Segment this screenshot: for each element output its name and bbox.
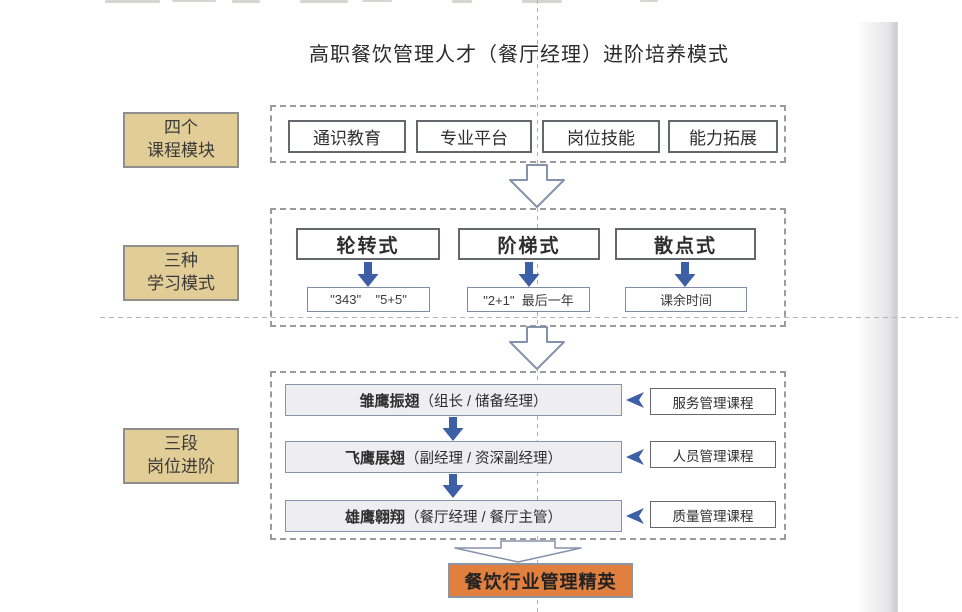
module-box: 通识教育 [288, 120, 406, 153]
horizontal-fold-guide [100, 317, 958, 318]
down-arrow-icon [453, 540, 583, 563]
section-label-line1: 四个 [164, 118, 198, 138]
page-title: 高职餐饮管理人才（餐厅经理）进阶培养模式 [309, 44, 729, 66]
course-box: 人员管理课程 [650, 441, 776, 468]
down-arrow-icon [442, 474, 464, 498]
career-stages-container [270, 371, 786, 540]
down-arrow-icon [442, 417, 464, 441]
left-arrow-icon [626, 392, 644, 408]
mode-detail-box: "343" "5+5" [307, 287, 430, 312]
course-box: 质量管理课程 [650, 501, 776, 528]
stage-bar: 雄鹰翱翔（餐厅经理 / 餐厅主管） [285, 500, 622, 532]
mode-detail-box: 课余时间 [625, 287, 747, 312]
section-label-line2: 学习模式 [147, 274, 215, 293]
stage-bar: 雏鹰振翅（组长 / 储备经理） [285, 384, 622, 416]
cropped-content-artifact [105, 0, 160, 3]
down-arrow-icon [357, 262, 379, 287]
left-arrow-icon [626, 449, 644, 465]
section-label-line2: 岗位进阶 [147, 457, 215, 476]
cropped-content-artifact [172, 0, 216, 2]
module-box: 能力拓展 [668, 120, 778, 153]
down-arrow-icon [674, 262, 696, 287]
mode-box: 轮转式 [296, 228, 440, 260]
section-label-course-modules: 四个 课程模块 [123, 112, 239, 168]
cropped-content-artifact [640, 0, 658, 2]
course-modules-container [270, 105, 786, 163]
module-box: 专业平台 [416, 120, 532, 153]
stage-name: 飞鹰展翅 [344, 449, 405, 467]
section-label-career-stages: 三段 岗位进阶 [123, 428, 239, 484]
mode-box: 散点式 [615, 228, 756, 260]
mode-detail-box: "2+1" 最后一年 [467, 287, 590, 312]
left-arrow-icon [626, 508, 644, 524]
cropped-content-artifact [452, 0, 472, 3]
cropped-content-artifact [300, 0, 348, 3]
cropped-content-artifact [522, 0, 562, 3]
stage-positions: （餐厅经理 / 餐厅主管） [404, 509, 563, 526]
module-box: 岗位技能 [542, 120, 660, 153]
course-box: 服务管理课程 [650, 388, 776, 415]
section-label-line1: 三段 [164, 434, 198, 454]
section-label-line2: 课程模块 [147, 141, 215, 160]
stage-name: 雄鹰翱翔 [344, 508, 405, 526]
result-box: 餐饮行业管理精英 [448, 563, 633, 598]
section-label-learning-modes: 三种 学习模式 [123, 245, 239, 301]
stage-bar: 飞鹰展翅（副经理 / 资深副经理） [285, 441, 622, 473]
stage-positions: （副经理 / 资深副经理） [404, 450, 563, 467]
down-arrow-icon [507, 326, 567, 370]
mode-box: 阶梯式 [458, 228, 600, 260]
stage-name: 雏鹰振翅 [359, 392, 420, 410]
down-arrow-icon [507, 164, 567, 208]
down-arrow-icon [518, 262, 540, 287]
cropped-content-artifact [362, 0, 392, 2]
section-label-line1: 三种 [164, 251, 198, 271]
cropped-content-artifact [232, 0, 260, 3]
stage-positions: （组长 / 储备经理） [419, 393, 548, 410]
